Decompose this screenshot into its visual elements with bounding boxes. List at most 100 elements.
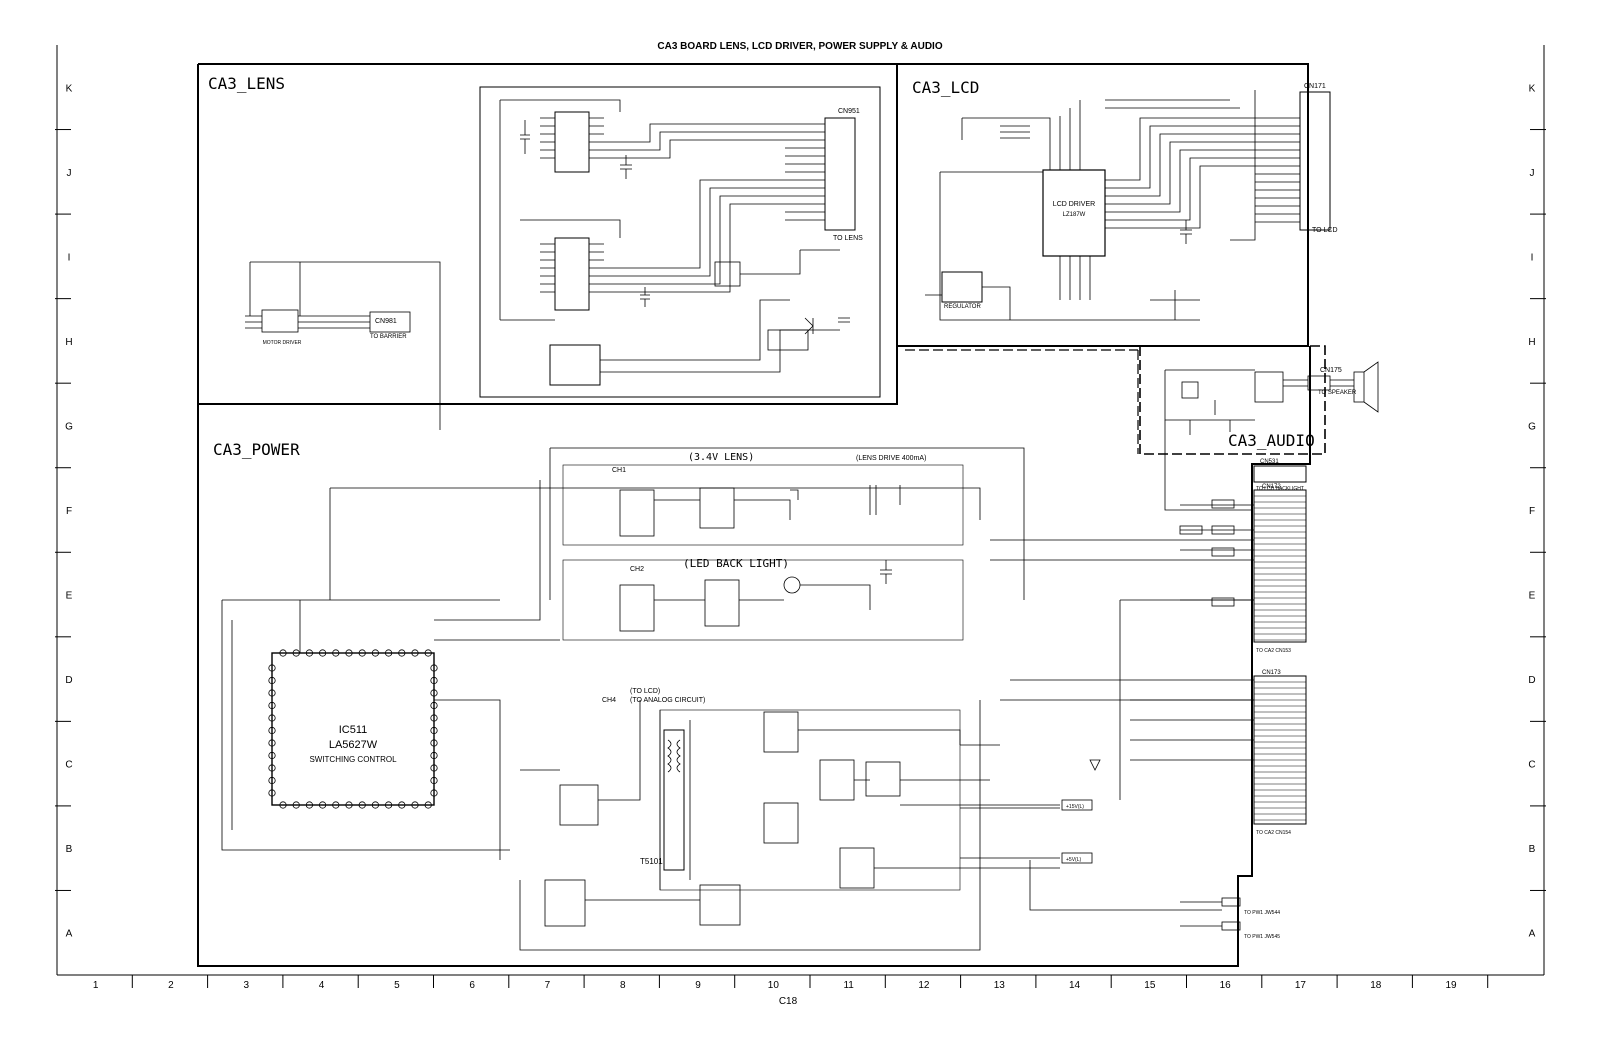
column-label: 13: [994, 980, 1006, 991]
label-cn172: CN172: [1262, 484, 1281, 490]
column-label: 6: [469, 980, 475, 991]
ic-pin: [268, 689, 276, 697]
ic-pin: [318, 649, 327, 657]
block-title-power: CA3_POWER: [213, 440, 300, 459]
mosfet-pair-2: [699, 487, 735, 529]
row-label: F: [1529, 506, 1535, 517]
lcd-circuit: [925, 90, 1331, 321]
ic-pin: [430, 714, 438, 722]
ic-pin: [384, 649, 393, 657]
lens-circuit: [245, 86, 881, 430]
label-to-pw1-jw544: TO PW1 JW544: [1244, 910, 1280, 916]
row-label: E: [66, 591, 73, 602]
row-label: C: [1528, 760, 1535, 771]
ic-pin: [384, 801, 393, 809]
ic-pin: [398, 801, 406, 809]
ic-pin: [268, 776, 276, 785]
column-label: 19: [1445, 980, 1457, 991]
column-label: 9: [695, 980, 701, 991]
row-label: A: [66, 929, 73, 940]
ic-iris-driver: [549, 344, 601, 386]
row-label: D: [1528, 675, 1535, 686]
ic-pin: [430, 789, 438, 797]
row-grid-ticks: [55, 129, 1546, 891]
ic-pin: [430, 701, 438, 710]
column-label: 15: [1144, 980, 1156, 991]
label-lcd-ic-part: LZ187W: [1063, 212, 1086, 218]
mosfet-pair-1: [619, 489, 655, 537]
column-label: 18: [1370, 980, 1382, 991]
row-label: D: [65, 675, 72, 686]
ic-pin: [268, 726, 276, 735]
ic-pin: [430, 764, 438, 772]
label-ch4: CH4: [602, 697, 616, 704]
ic-pin: [305, 649, 313, 657]
column-label: 2: [168, 980, 174, 991]
ic-pin: [371, 801, 379, 809]
ic-pin: [398, 649, 406, 657]
ic-pin: [430, 664, 438, 672]
ic-focus-driver: [554, 111, 590, 173]
label-cn175: CN175: [1320, 367, 1342, 374]
mosfet-pair-4: [704, 579, 740, 627]
label-cn173: CN173: [1262, 670, 1281, 676]
ic-pin: [279, 649, 287, 657]
ic-pin: [268, 751, 276, 760]
row-label: I: [68, 252, 71, 263]
column-label: 11: [843, 980, 854, 991]
label-to-analog: (TO ANALOG CIRCUIT): [630, 697, 705, 704]
ic-audio-amp: [1254, 371, 1284, 403]
ic-pin: [268, 714, 276, 722]
column-label: 1: [93, 980, 99, 991]
row-label: C: [65, 760, 72, 771]
row-label: K: [66, 83, 73, 94]
ic-pin: [430, 776, 438, 785]
ic-pin: [268, 789, 276, 797]
label-to-barrier: TO BARRIER: [370, 334, 407, 340]
label-to-lcd: TO LCD: [1312, 227, 1338, 234]
block-title-lens: CA3_LENS: [208, 74, 285, 93]
ic-pin: [268, 701, 276, 710]
label-cn951: CN951: [838, 108, 860, 115]
label-3v4-lens: (3.4V LENS): [688, 452, 754, 463]
label-to-lens: TO LENS: [833, 235, 863, 242]
row-label: G: [65, 421, 73, 432]
ic-lcd-driver: [1042, 169, 1106, 257]
label-lens-drive: (LENS DRIVE 400mA): [856, 455, 926, 462]
ic511-switching-control: [271, 652, 435, 806]
ic-pin: [345, 649, 353, 657]
connector-cn173: [1253, 675, 1307, 825]
speaker-icon: [1363, 361, 1379, 413]
ic-pin: [430, 726, 438, 735]
column-label: 4: [319, 980, 325, 991]
outer-frame: [56, 45, 1545, 976]
ic-pin: [411, 801, 419, 809]
ic-pin: [345, 801, 353, 809]
row-label: B: [1529, 844, 1536, 855]
ic-pin: [268, 764, 276, 772]
block-title-lcd: CA3_LCD: [912, 78, 979, 97]
mosfet-pair-3: [619, 584, 655, 632]
label-cn171: CN171: [1304, 83, 1326, 90]
ic-pin: [430, 689, 438, 697]
ic-pin: [424, 801, 432, 809]
connector-cn981: [369, 311, 411, 333]
ic-pin: [268, 739, 276, 747]
ic-pin: [332, 801, 340, 809]
ic-pin: [318, 801, 327, 809]
row-label: H: [65, 337, 72, 348]
ic-pin: [430, 739, 438, 747]
sheet-title: CA3 BOARD LENS, LCD DRIVER, POWER SUPPLY…: [657, 41, 942, 52]
label-to-speaker: TO SPEAKER: [1318, 390, 1357, 396]
label-ch1: CH1: [612, 467, 626, 474]
label-to-lcd-backlight: TO LCD BACKLIGHT: [1256, 486, 1304, 492]
label-to-lcd-power: (TO LCD): [630, 688, 660, 695]
row-label: H: [1528, 337, 1535, 348]
column-label: 3: [243, 980, 249, 991]
connector-cn175: [1307, 375, 1331, 391]
ic-pin: [430, 751, 438, 760]
block-borders: [197, 63, 1326, 967]
connector-cn171: [1299, 91, 1331, 231]
ic-pin: [358, 801, 366, 809]
